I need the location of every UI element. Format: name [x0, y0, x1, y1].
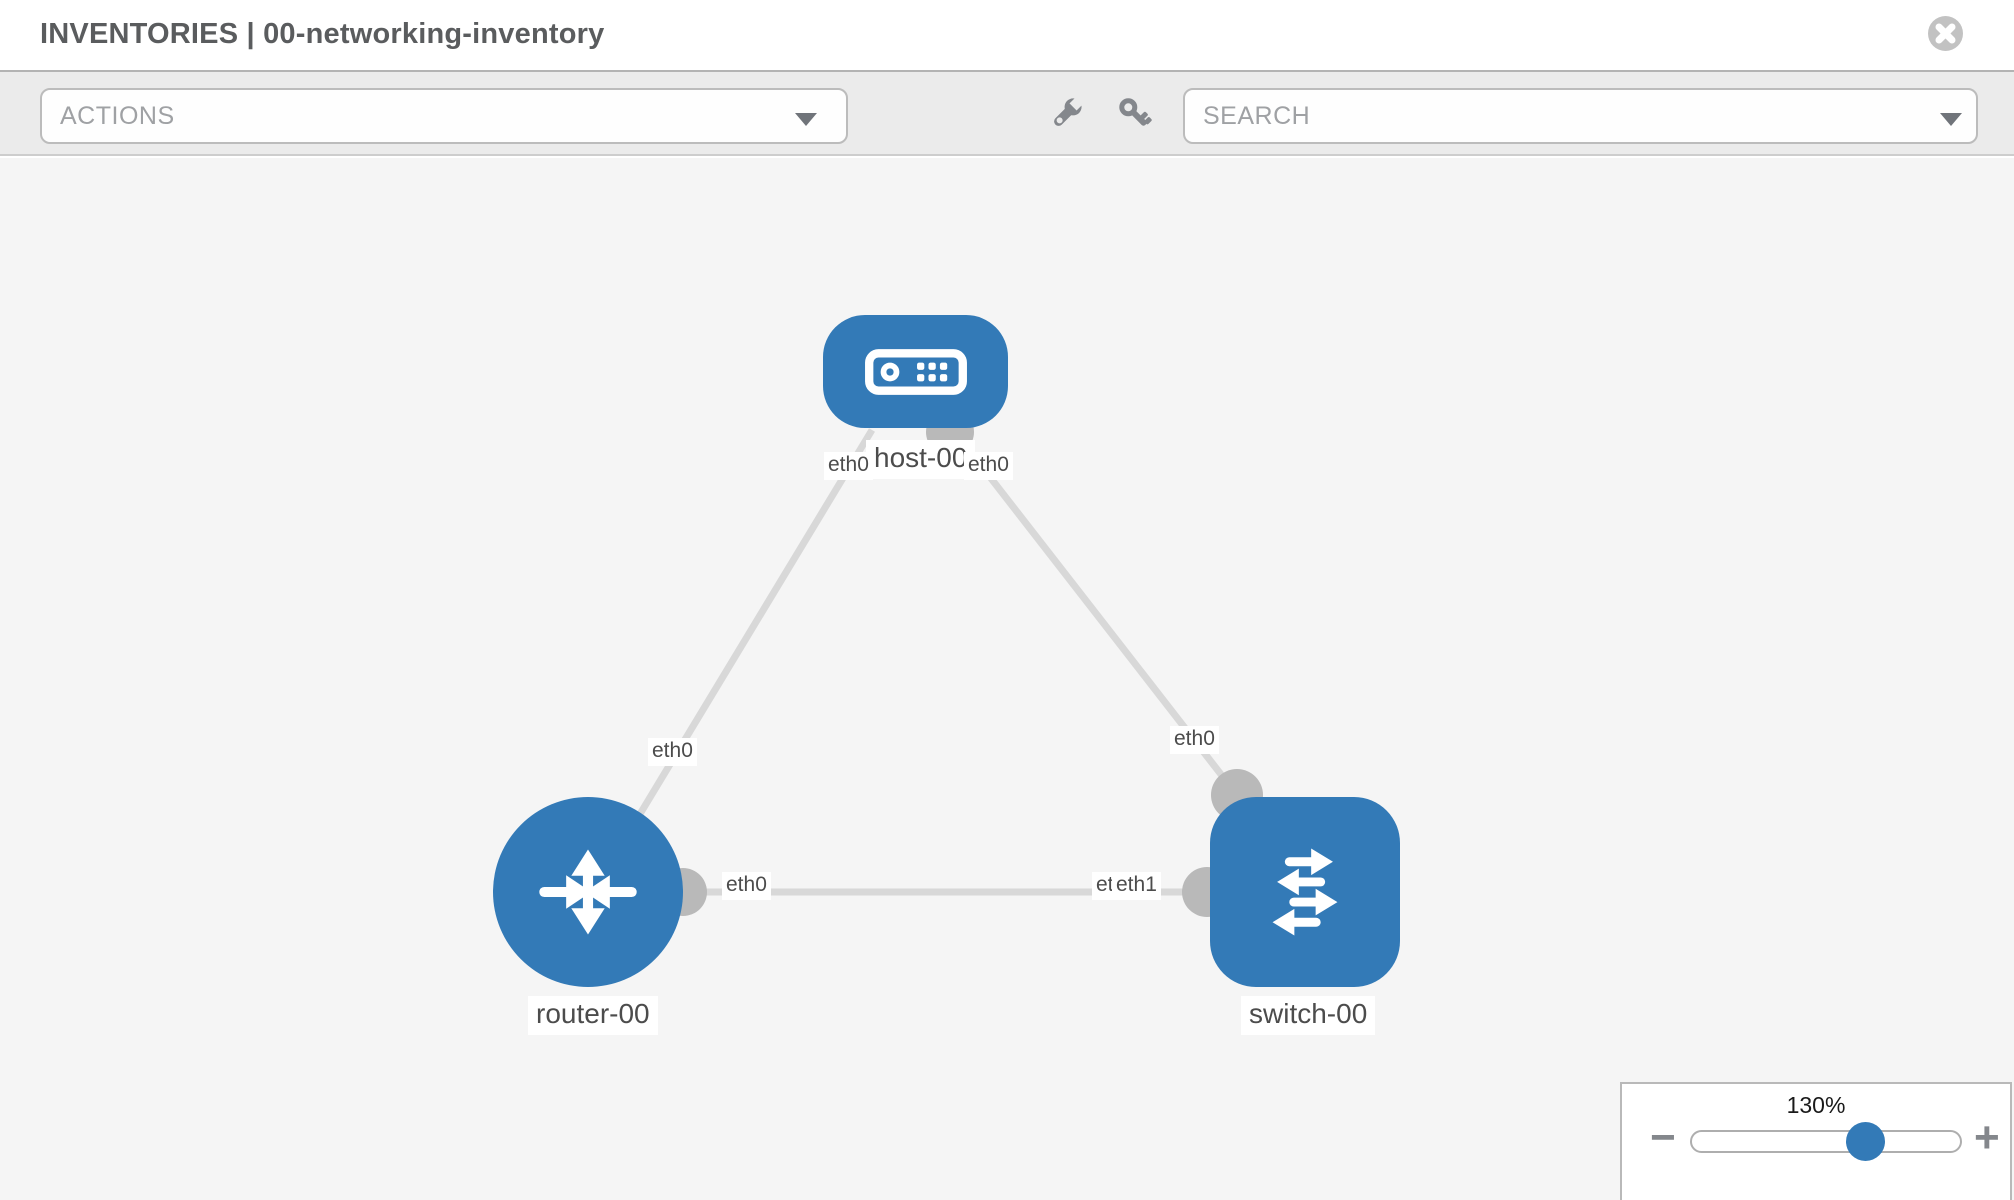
page-title: INVENTORIES | 00-networking-inventory [40, 18, 605, 50]
search-dropdown[interactable]: SEARCH [1183, 88, 1978, 144]
actions-dropdown[interactable]: ACTIONS [40, 88, 848, 144]
zoom-level-value: 130% [1786, 1092, 1846, 1118]
switch-icon [1272, 848, 1338, 936]
node-switch-00[interactable] [1210, 797, 1400, 987]
close-button[interactable] [1928, 16, 1963, 51]
search-dropdown-placeholder: SEARCH [1203, 102, 1311, 130]
topology-links-layer [637, 408, 1263, 917]
zoom-slider-thumb[interactable] [1846, 1122, 1885, 1161]
chevron-down-icon [1940, 113, 1962, 126]
node-host-00[interactable] [823, 315, 1008, 428]
node-router-00[interactable] [493, 797, 683, 987]
eth-label-host-to-switch-at-host: eth0 [964, 452, 1013, 480]
eth-label-router-to-switch-at-switch: eth1 [1112, 872, 1161, 900]
router-icon [539, 849, 637, 935]
eth-label-host-to-router-at-host: eth0 [824, 452, 873, 480]
zoom-panel: 130% − + [1620, 1082, 2012, 1200]
header: INVENTORIES | 00-networking-inventory [0, 0, 2014, 70]
node-label-router: router-00 [528, 996, 658, 1035]
node-label-switch: switch-00 [1241, 996, 1376, 1035]
host-icon [864, 348, 967, 395]
chevron-down-icon [795, 113, 817, 126]
close-icon [1935, 23, 1956, 44]
toolbar: ACTIONS SEARCH [0, 70, 2014, 156]
node-label-host: host-00 [866, 440, 976, 479]
key-icon[interactable] [1116, 95, 1154, 133]
zoom-out-button[interactable]: − [1650, 1113, 1676, 1162]
eth-label-router-to-switch-at-router: eth0 [722, 872, 771, 900]
actions-dropdown-label: ACTIONS [60, 102, 175, 130]
zoom-slider-track[interactable] [1690, 1130, 1962, 1153]
eth-label-host-to-switch-at-switch: eth0 [1170, 726, 1219, 754]
wrench-icon[interactable] [1047, 95, 1085, 133]
topology-canvas[interactable]: host-00 router-00 switch-00 eth0 eth0 et… [0, 158, 2014, 1200]
eth-label-host-to-router-at-router: eth0 [648, 738, 697, 766]
zoom-in-button[interactable]: + [1974, 1113, 2000, 1162]
